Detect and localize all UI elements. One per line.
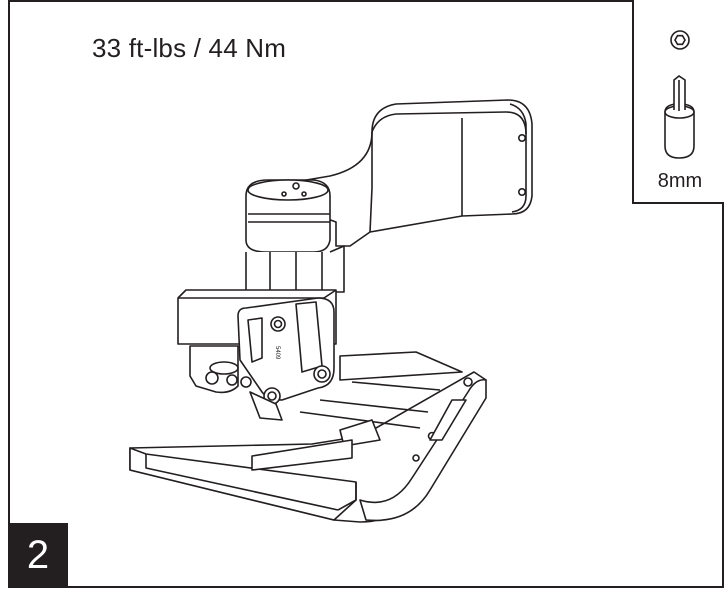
step-number-badge: 2 [8,523,68,588]
tool-icons [664,30,695,159]
tool-callout: 8mm [632,0,724,204]
torque-spec: 33 ft-lbs / 44 Nm [92,33,287,63]
hex-bit-socket-icon [664,75,695,159]
svg-text:5409: 5409 [274,346,280,360]
hex-nut-icon [670,30,690,50]
tool-size-label: 8mm [657,170,703,192]
